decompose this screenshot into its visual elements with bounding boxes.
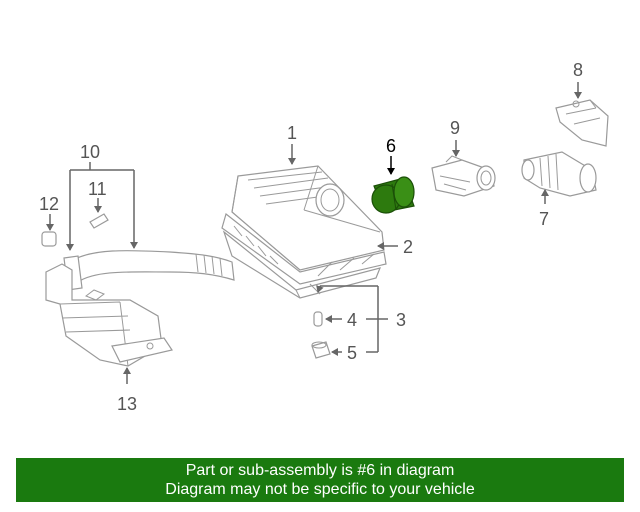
info-banner: Part or sub-assembly is #6 in diagram Di… bbox=[16, 458, 624, 502]
cushion-part-5[interactable] bbox=[311, 341, 331, 359]
callout-4: 4 bbox=[347, 310, 357, 330]
callout-labels: 1 2 3 4 5 6 7 8 9 10 11 12 13 bbox=[39, 60, 583, 414]
callout-5: 5 bbox=[347, 343, 357, 363]
intake-hose[interactable] bbox=[63, 249, 235, 291]
callout-8: 8 bbox=[573, 60, 583, 80]
clip-part-11[interactable] bbox=[89, 213, 109, 229]
callout-2: 2 bbox=[403, 237, 413, 257]
callout-11: 11 bbox=[88, 179, 107, 199]
highlighted-hose-part-6[interactable] bbox=[371, 176, 415, 214]
bracket-part-8[interactable] bbox=[555, 99, 609, 147]
banner-line-2: Diagram may not be specific to your vehi… bbox=[165, 481, 475, 498]
resonator[interactable] bbox=[45, 263, 173, 367]
intake-hose-part-7[interactable] bbox=[521, 151, 597, 197]
callout-12: 12 bbox=[39, 194, 59, 214]
callout-1: 1 bbox=[287, 123, 297, 143]
callout-7: 7 bbox=[539, 209, 549, 229]
callout-9: 9 bbox=[450, 118, 460, 138]
callout-13: 13 bbox=[117, 394, 137, 414]
callout-10: 10 bbox=[80, 142, 100, 162]
sensor-body-part-9[interactable] bbox=[431, 155, 496, 197]
air-cleaner-assembly[interactable] bbox=[221, 165, 387, 299]
callout-6[interactable]: 6 bbox=[386, 136, 396, 156]
callout-3: 3 bbox=[396, 310, 406, 330]
grommet-part-12[interactable] bbox=[41, 231, 57, 247]
leader-lines bbox=[46, 82, 582, 384]
pin-part-4[interactable] bbox=[313, 311, 323, 327]
banner-line-1: Part or sub-assembly is #6 in diagram bbox=[185, 462, 455, 479]
